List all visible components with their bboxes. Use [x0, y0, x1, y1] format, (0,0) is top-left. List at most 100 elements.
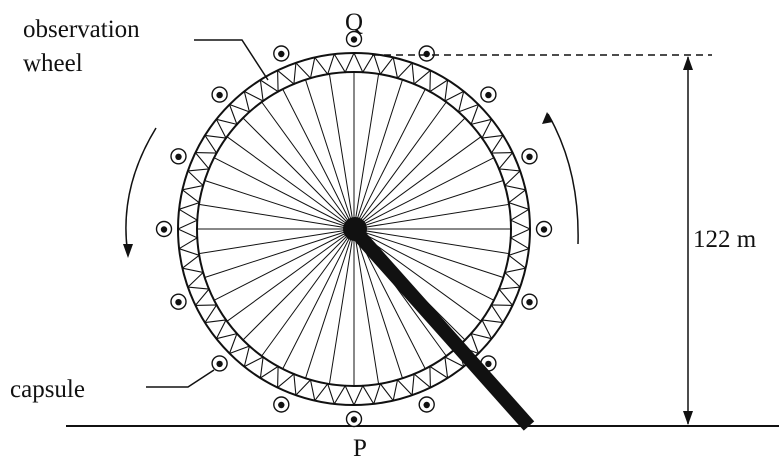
capsule	[345, 410, 363, 428]
wheel-spoke	[213, 157, 355, 230]
right-rotation-arrow	[542, 112, 579, 245]
truss-segment	[187, 152, 211, 172]
truss-segment	[444, 356, 464, 379]
truss-segment	[509, 228, 531, 250]
truss-segment	[481, 319, 504, 339]
truss-segment	[178, 189, 201, 210]
truss-segment	[470, 332, 492, 354]
wheel-spoke	[353, 101, 447, 230]
truss-segment	[216, 332, 238, 354]
capsule	[211, 355, 228, 372]
wheel-hub	[343, 217, 367, 241]
wheel-spoke	[305, 228, 355, 379]
truss-segment	[177, 208, 199, 230]
truss-segment	[187, 286, 211, 306]
wheel-spoke	[261, 228, 355, 357]
truss-segment	[429, 70, 448, 93]
capsule	[155, 220, 173, 238]
truss-segment	[229, 345, 251, 367]
wheel-spoke	[353, 136, 482, 230]
truss-segment	[295, 378, 316, 401]
truss-segment	[457, 91, 479, 113]
truss-segment	[204, 119, 227, 139]
truss-segment	[295, 57, 316, 80]
truss-segment	[244, 79, 264, 102]
wheel-spoke	[305, 79, 355, 230]
wheel-spoke	[353, 203, 510, 230]
truss-segment	[333, 384, 355, 406]
truss-segment	[481, 119, 504, 139]
capsule	[521, 148, 538, 165]
truss-segment	[392, 57, 413, 80]
truss-segment	[204, 319, 227, 339]
capsule	[170, 148, 187, 165]
truss-segment	[429, 365, 448, 388]
wheel-spoke	[328, 73, 355, 230]
wheel-spoke	[353, 228, 380, 385]
truss-segment	[178, 248, 201, 269]
wheel-spoke	[353, 228, 403, 379]
wheel-spoke	[213, 228, 355, 301]
wheel-spoke	[204, 180, 355, 230]
truss-segment	[177, 228, 199, 250]
truss-segment	[277, 62, 297, 86]
wheel-label-line2: wheel	[23, 50, 83, 77]
capsule	[535, 220, 553, 238]
truss-segment	[182, 170, 205, 191]
height-label: 122 m	[693, 226, 757, 253]
support-leg	[350, 227, 535, 431]
wheel-spokes	[197, 72, 511, 386]
capsule-leader-line	[146, 369, 215, 388]
wheel-spoke	[353, 88, 426, 230]
truss-segment	[182, 267, 205, 288]
truss-segment	[353, 384, 375, 406]
truss-segment	[411, 372, 431, 396]
truss-segment	[333, 52, 355, 74]
truss-segment	[373, 382, 394, 405]
height-arrow-top	[683, 56, 693, 70]
truss-segment	[314, 53, 335, 76]
truss-segment	[470, 104, 492, 126]
capsule	[345, 30, 363, 48]
wheel-label-line1: observation	[23, 16, 140, 43]
capsule	[211, 86, 228, 103]
wheel-spoke	[353, 180, 504, 230]
truss-segment	[490, 135, 513, 154]
wheel-spoke	[353, 79, 403, 230]
capsule	[418, 396, 435, 413]
truss-segment	[277, 372, 297, 396]
truss-segment	[229, 91, 251, 113]
truss-segment	[497, 286, 521, 306]
height-arrow-bottom	[683, 411, 693, 425]
capsule	[521, 293, 538, 310]
wheel-spoke	[353, 117, 466, 230]
capsule	[480, 86, 497, 103]
wheel-spoke	[226, 136, 355, 230]
truss-segment	[353, 52, 375, 74]
wheel-spoke	[353, 228, 504, 278]
capsule	[273, 45, 290, 62]
wheel-spoke	[353, 228, 495, 301]
point-q-label: Q	[345, 9, 363, 36]
truss-segment	[444, 79, 464, 102]
left-rotation-arrow	[123, 127, 157, 258]
wheel-spoke	[242, 117, 355, 230]
truss-segment	[507, 189, 530, 210]
truss-segment	[411, 62, 431, 86]
wheel-spoke	[353, 157, 495, 230]
truss-segment	[497, 152, 521, 172]
wheel-spoke	[328, 228, 355, 385]
capsule	[170, 293, 187, 310]
wheel-spoke	[198, 228, 355, 255]
truss-segment	[509, 208, 531, 230]
point-p-label: P	[353, 435, 367, 459]
wheel-spoke	[204, 228, 355, 278]
truss-segment	[260, 70, 279, 93]
wheel-spoke	[353, 228, 510, 255]
capsule	[418, 45, 435, 62]
truss-segment	[490, 304, 513, 323]
truss-segment	[503, 170, 526, 191]
truss-segment	[195, 304, 218, 323]
